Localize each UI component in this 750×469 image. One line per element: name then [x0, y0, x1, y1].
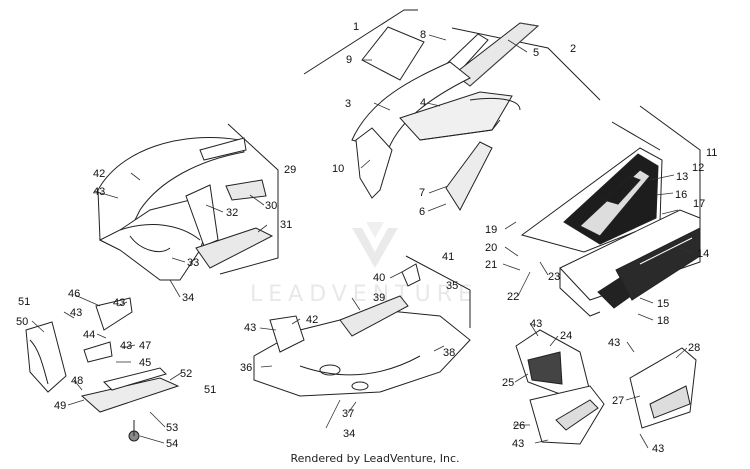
callout-43-right-bottom: 43	[512, 438, 524, 450]
callout-25: 25	[502, 377, 514, 389]
callout-54: 54	[166, 438, 178, 450]
footer-credit: Rendered by LeadVenture, Inc.	[290, 452, 460, 465]
callout-14: 14	[697, 248, 709, 260]
callout-12: 12	[692, 162, 704, 174]
callout-51-left: 51	[18, 296, 30, 308]
callout-35: 35	[446, 280, 458, 292]
callout-41: 41	[442, 251, 454, 263]
callout-50: 50	[16, 316, 28, 328]
callout-53: 53	[166, 422, 178, 434]
callout-30: 30	[265, 200, 277, 212]
callout-16: 16	[675, 189, 687, 201]
watermark-logo: LEADVENTURE	[250, 222, 478, 307]
callout-42-center: 42	[306, 314, 318, 326]
callout-19: 19	[485, 224, 497, 236]
callout-10: 10	[332, 163, 344, 175]
hood-assembly	[303, 9, 601, 212]
belly-pan-assembly	[253, 255, 471, 397]
callout-52: 52	[180, 368, 192, 380]
callout-37: 37	[342, 408, 354, 420]
callout-34-left: 34	[182, 292, 194, 304]
callout-17: 17	[693, 198, 705, 210]
callout-32: 32	[226, 207, 238, 219]
callout-45: 45	[139, 357, 151, 369]
leader-lines	[31, 34, 694, 449]
callout-24: 24	[560, 330, 572, 342]
callout-31: 31	[280, 219, 292, 231]
callout-40: 40	[373, 272, 385, 284]
side-panel-assembly	[520, 105, 701, 317]
callout-43-lowerleft-side: 43	[120, 340, 132, 352]
callout-29: 29	[284, 164, 296, 176]
callout-36: 36	[240, 362, 252, 374]
callout-51-right: 51	[204, 384, 216, 396]
callout-9: 9	[346, 54, 352, 66]
nose-assembly	[97, 123, 279, 281]
callout-3: 3	[345, 98, 351, 110]
callout-49: 49	[54, 400, 66, 412]
callout-43-right-mid: 43	[608, 337, 620, 349]
callout-27: 27	[612, 395, 624, 407]
callout-1: 1	[353, 21, 359, 33]
callout-34-center: 34	[343, 428, 355, 440]
callout-18: 18	[657, 315, 669, 327]
lower-right-assembly	[515, 329, 697, 445]
callout-4: 4	[420, 97, 426, 109]
callout-21: 21	[485, 259, 497, 271]
callout-6: 6	[419, 206, 425, 218]
callout-43-lowerleft-top: 43	[113, 297, 125, 309]
callout-42-left: 42	[93, 168, 105, 180]
watermark-text: LEADVENTURE	[250, 282, 478, 307]
callout-38: 38	[443, 347, 455, 359]
callout-46: 46	[68, 288, 80, 300]
callout-8: 8	[420, 29, 426, 41]
callout-48: 48	[71, 375, 83, 387]
callout-39: 39	[373, 292, 385, 304]
callout-11: 11	[706, 147, 717, 159]
callout-43-belly: 43	[244, 322, 256, 334]
callout-43-right-top: 43	[530, 318, 542, 330]
callout-28: 28	[688, 342, 700, 354]
callout-13: 13	[676, 171, 688, 183]
callout-47: 47	[139, 340, 151, 352]
callout-22: 22	[507, 291, 519, 303]
callout-26: 26	[513, 420, 525, 432]
callout-44: 44	[83, 329, 95, 341]
callout-2: 2	[570, 43, 576, 55]
callout-23: 23	[548, 271, 560, 283]
callout-7: 7	[419, 187, 425, 199]
callout-43-nose: 43	[93, 186, 105, 198]
lower-left-assembly	[25, 297, 180, 442]
callout-5: 5	[533, 47, 539, 59]
callout-33: 33	[187, 257, 199, 269]
callout-43-lowerleft-mid: 43	[70, 307, 82, 319]
callout-labels: 1 2 3 4 5 6 7 8 9 10 11 12 13 14 15 16 1…	[16, 21, 717, 455]
callout-15: 15	[657, 298, 669, 310]
callout-20: 20	[485, 242, 497, 254]
callout-43-right-lower: 43	[652, 443, 664, 455]
